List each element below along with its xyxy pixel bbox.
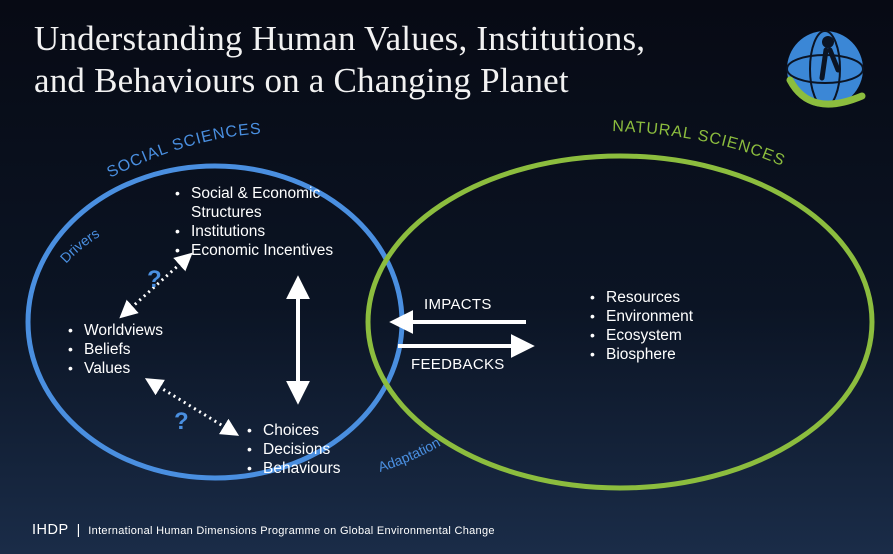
natural-item: Environment <box>584 307 693 326</box>
globe-logo-icon <box>786 30 866 108</box>
footer: IHDP | International Human Dimensions Prog… <box>32 521 495 538</box>
natural-list: Resources Environment Ecosystem Biospher… <box>584 288 693 364</box>
worldviews-item: Worldviews <box>62 321 163 340</box>
footer-full-name: International Human Dimensions Programme… <box>88 525 495 537</box>
question-mark-upper: ? <box>147 266 162 293</box>
choices-item: Choices <box>241 421 341 440</box>
impacts-label: IMPACTS <box>424 296 492 313</box>
structures-item: Institutions <box>169 222 333 241</box>
worldviews-item: Values <box>62 359 163 378</box>
natural-sciences-circle <box>365 153 875 491</box>
adaptation-label: Adaptation <box>376 434 443 475</box>
natural-item: Biosphere <box>584 345 693 364</box>
choices-item: Decisions <box>241 440 341 459</box>
slide-title: Understanding Human Values, Institutions… <box>34 18 754 102</box>
worldviews-item: Beliefs <box>62 340 163 359</box>
worldviews-list: Worldviews Beliefs Values <box>62 321 163 378</box>
feedbacks-label: FEEDBACKS <box>411 356 505 373</box>
social-sciences-label: SOCIAL SCIENCES <box>104 121 262 182</box>
question-mark-lower: ? <box>174 408 189 435</box>
natural-item: Resources <box>584 288 693 307</box>
title-line-1: Understanding Human Values, Institutions… <box>34 19 646 58</box>
choices-list: Choices Decisions Behaviours <box>241 421 341 478</box>
footer-org: IHDP <box>32 522 69 538</box>
natural-item: Ecosystem <box>584 326 693 345</box>
choices-item: Behaviours <box>241 459 341 478</box>
footer-separator: | <box>76 521 81 537</box>
structures-item: Economic Incentives <box>169 241 333 260</box>
title-line-2: and Behaviours on a Changing Planet <box>34 61 569 100</box>
dotted-arrow-values-choices <box>144 378 240 436</box>
